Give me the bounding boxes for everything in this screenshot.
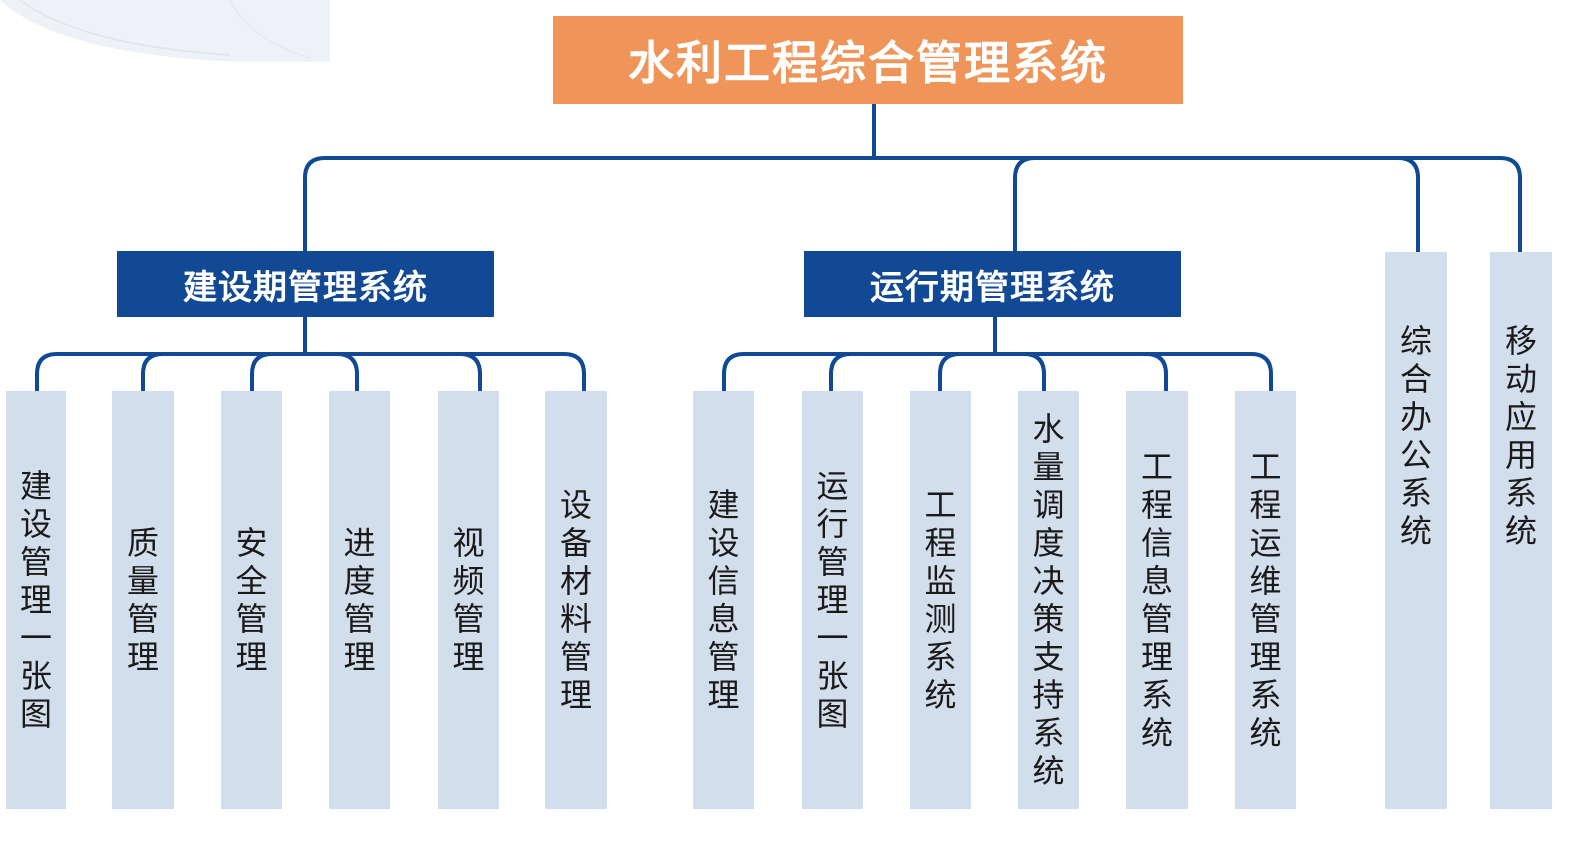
root-node: 水利工程综合管理系统 — [553, 16, 1183, 104]
group-label: 建设期管理系统 — [183, 267, 428, 308]
leaf-label: 运行管理一张图 — [816, 467, 849, 733]
leaf-label: 质量管理 — [126, 524, 159, 676]
leaf-node-office: 综合办公系统 — [1385, 252, 1447, 809]
group-node-operation: 运行期管理系统 — [804, 251, 1181, 317]
group-node-construction: 建设期管理系统 — [117, 251, 494, 317]
decorative-wave — [0, 0, 330, 62]
leaf-node: 建设信息管理 — [693, 391, 754, 809]
leaf-node: 视频管理 — [438, 391, 499, 809]
group-label: 运行期管理系统 — [870, 267, 1115, 308]
leaf-node-mobile: 移动应用系统 — [1490, 252, 1552, 809]
leaf-label: 建设信息管理 — [707, 486, 740, 714]
leaf-label: 视频管理 — [452, 524, 485, 676]
leaf-label: 工程信息管理系统 — [1140, 448, 1173, 752]
root-label: 水利工程综合管理系统 — [628, 36, 1108, 90]
leaf-label: 水量调度决策支持系统 — [1032, 410, 1065, 790]
leaf-node: 质量管理 — [112, 391, 174, 809]
leaf-node: 运行管理一张图 — [802, 391, 863, 809]
leaf-label: 移动应用系统 — [1504, 321, 1537, 550]
leaf-node: 安全管理 — [221, 391, 282, 809]
leaf-label: 建设管理一张图 — [19, 467, 52, 733]
leaf-node: 水量调度决策支持系统 — [1018, 391, 1079, 809]
leaf-label: 安全管理 — [235, 524, 268, 676]
leaf-node: 工程监测系统 — [910, 391, 971, 809]
leaf-node: 工程信息管理系统 — [1126, 391, 1188, 809]
leaf-node: 工程运维管理系统 — [1235, 391, 1296, 809]
leaf-label: 综合办公系统 — [1399, 321, 1432, 550]
leaf-node: 建设管理一张图 — [6, 391, 66, 809]
leaf-label: 工程运维管理系统 — [1249, 448, 1282, 752]
leaf-label: 设备材料管理 — [559, 486, 592, 714]
leaf-node: 设备材料管理 — [545, 391, 607, 809]
leaf-label: 工程监测系统 — [924, 486, 957, 714]
leaf-label: 进度管理 — [343, 524, 376, 676]
leaf-node: 进度管理 — [329, 391, 390, 809]
